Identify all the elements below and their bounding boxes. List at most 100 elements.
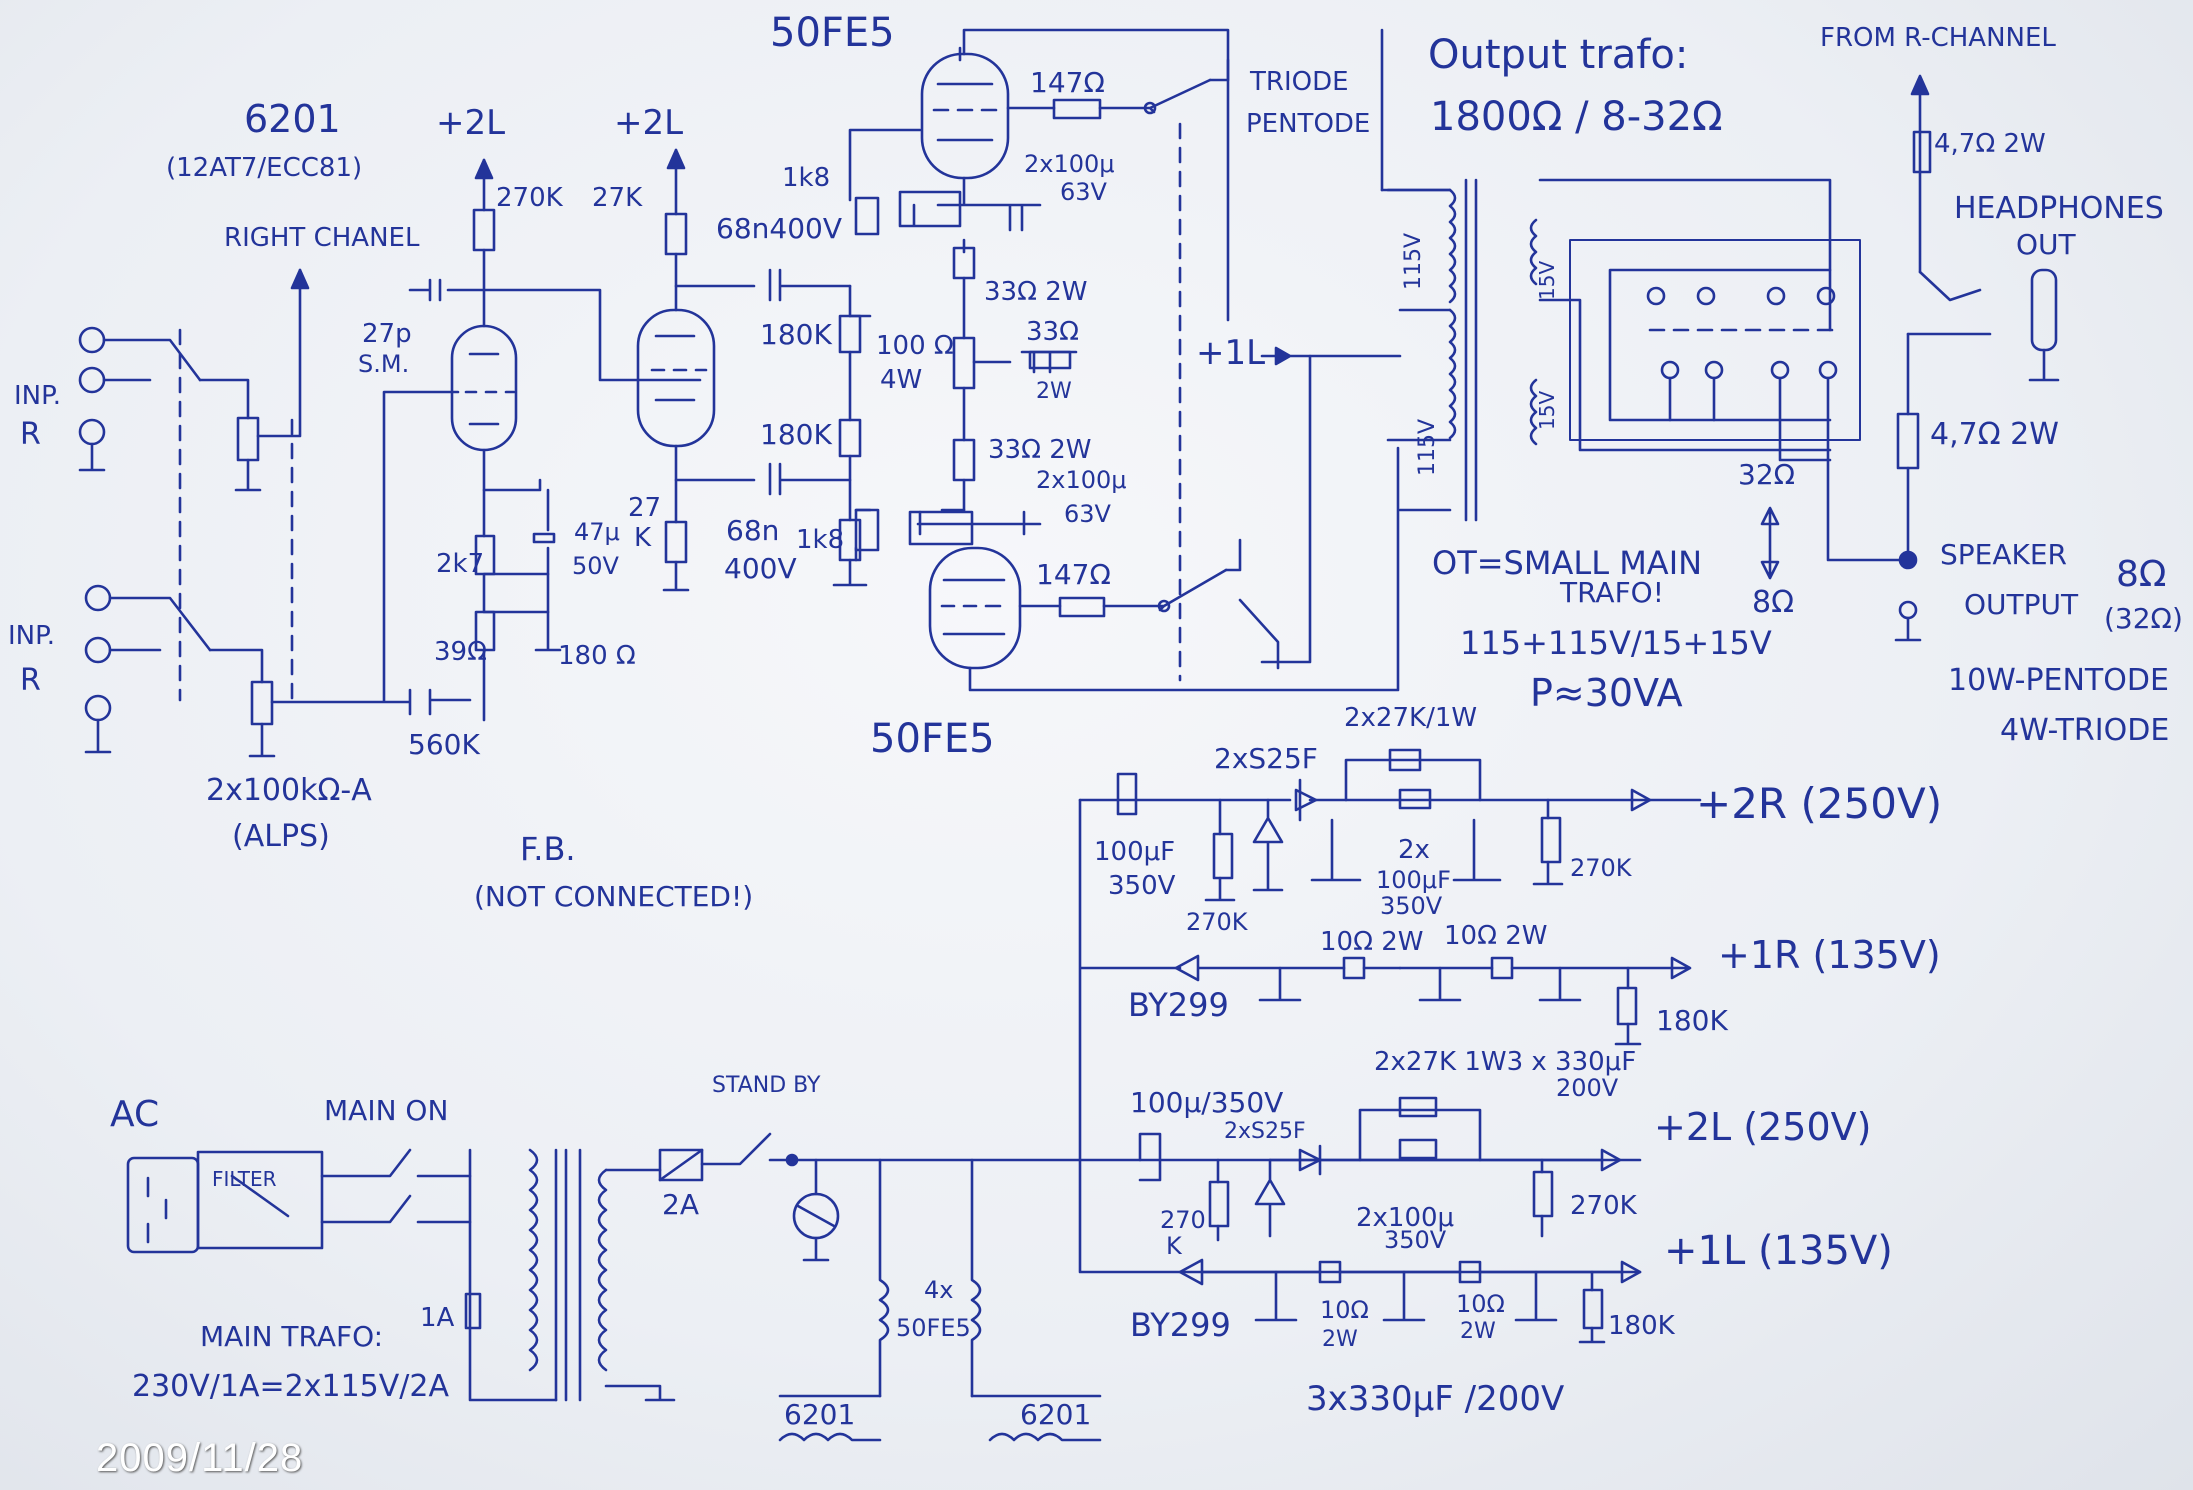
psu-r-cap-350v: 350V xyxy=(1108,871,1176,901)
psu-l-r-10-b-w: 2W xyxy=(1460,1319,1496,1344)
tap-8-label: 8Ω xyxy=(1752,585,1794,620)
r-27k-bot-label: 27 xyxy=(628,493,661,523)
psu-by299-b: BY299 xyxy=(1130,1306,1231,1344)
psu-l-diodes: 2xS25F xyxy=(1224,1119,1306,1144)
psu-r-270k-a: 270K xyxy=(1186,908,1249,936)
psu-l-cap-350v: 350V xyxy=(1384,1226,1447,1254)
r-270k-label: 270K xyxy=(496,183,564,213)
cap-68n-top-label: 68n400V xyxy=(716,212,842,245)
hp-resistor-bottom-label: 4,7Ω 2W xyxy=(1930,417,2059,452)
psu-r-cap-100u: 100μF xyxy=(1094,837,1175,867)
pot-100-label: 100 Ω xyxy=(876,331,954,361)
cap-68n-bot-voltage: 400V xyxy=(724,552,797,585)
r-180-label: 180 Ω xyxy=(558,641,636,671)
main-trafo-title: MAIN TRAFO: xyxy=(200,1320,383,1353)
heater-6201-a: 6201 xyxy=(784,1398,855,1431)
speaker-power-pentode: 10W-PENTODE xyxy=(1948,663,2169,698)
ot-spec-windings: 115+115V/15+15V xyxy=(1460,624,1772,662)
r-180k-top-label: 180K xyxy=(760,318,832,351)
r-33-side-label: 33Ω xyxy=(1026,317,1079,347)
speaker-impedance: 8Ω xyxy=(2116,554,2166,595)
from-r-channel-label: FROM R-CHANNEL xyxy=(1820,23,2056,53)
speaker-power-triode: 4W-TRIODE xyxy=(2000,713,2169,748)
hp-resistor-top-label: 4,7Ω 2W xyxy=(1934,129,2046,159)
cap-2x100-top-label: 2x100μ xyxy=(1024,150,1115,178)
psu-r-10-a: 10Ω 2W xyxy=(1320,927,1423,957)
headphones-out-label: OUT xyxy=(2016,228,2077,261)
mode-pentode-label: PENTODE xyxy=(1246,109,1370,139)
rail-2r-label: +2R (250V) xyxy=(1696,779,1942,828)
tap-32-label: 32Ω xyxy=(1738,458,1795,491)
main-on-label: MAIN ON xyxy=(324,1094,448,1127)
heater-tube-label: 50FE5 xyxy=(896,1314,971,1342)
tube-label-preamp: 6201 xyxy=(244,97,341,141)
rail-label-2l-b: +2L xyxy=(614,103,683,143)
psu-by299-a: BY299 xyxy=(1128,986,1229,1024)
psu-l-270k-unit: K xyxy=(1166,1232,1183,1260)
psu-l-r-10-b: 10Ω xyxy=(1456,1290,1505,1318)
r-33-bot-label: 33Ω 2W xyxy=(988,435,1091,465)
cap-2x100-bot-label: 2x100μ xyxy=(1036,466,1127,494)
psu-r-180k: 180K xyxy=(1656,1004,1728,1037)
cap-50v-label: 50V xyxy=(572,552,620,580)
right-chanel-label: RIGHT CHANEL xyxy=(224,223,420,253)
heater-count-label: 4x xyxy=(924,1276,953,1304)
psu-l-180k: 180K xyxy=(1608,1311,1676,1341)
ot-winding-115-a: 115V xyxy=(1401,233,1426,290)
headphones-label: HEADPHONES xyxy=(1954,191,2164,226)
psu-r-10-b: 10Ω 2W xyxy=(1444,921,1547,951)
rail-2l-label: +2L (250V) xyxy=(1654,1105,1871,1149)
ot-spec: 1800Ω / 8-32Ω xyxy=(1430,94,1723,140)
ot-winding-115-b: 115V xyxy=(1415,419,1440,476)
psu-1r-note-voltage: 200V xyxy=(1556,1074,1619,1102)
cap-63v-bot-label: 63V xyxy=(1064,500,1112,528)
psu-r-cap-100uf: 100μF xyxy=(1376,866,1451,894)
fb-label: F.B. xyxy=(520,830,576,868)
r-33-top-label: 33Ω 2W xyxy=(984,277,1087,307)
rail-label-2l-a: +2L xyxy=(436,103,505,143)
heater-6201-b: 6201 xyxy=(1020,1398,1091,1431)
rail-1r-label: +1R (135V) xyxy=(1718,933,1941,977)
tube-label-power-bottom: 50FE5 xyxy=(870,716,995,762)
rail-1l-label: +1L (135V) xyxy=(1664,1228,1893,1274)
psu-r-270k-b: 270K xyxy=(1570,854,1633,882)
psu-l-r-10-a-w: 2W xyxy=(1322,1327,1358,1352)
mode-triode-label: TRIODE xyxy=(1249,67,1349,97)
inp-r-bot-label: INP. xyxy=(8,621,55,651)
date-stamp: 2009/11/28 xyxy=(96,1436,304,1480)
r-1k8-top-label: 1k8 xyxy=(782,163,830,193)
inp-r-top-label: INP. xyxy=(14,381,61,411)
filter-label: FILTER xyxy=(212,1167,277,1191)
psu-r-diodes-label: 2xS25F xyxy=(1214,742,1318,775)
tube-label-power-top: 50FE5 xyxy=(770,10,895,56)
speaker-output-label: OUTPUT xyxy=(1964,588,2079,621)
inp-r-bot-channel: R xyxy=(20,663,41,698)
r-39-label: 39Ω xyxy=(434,637,487,667)
psu-l-r-10-a: 10Ω xyxy=(1320,1296,1369,1324)
psu-l-cap-2x100: 2x100μ xyxy=(1356,1203,1454,1233)
psu-caps-330: 3x330μF /200V xyxy=(1306,1379,1564,1419)
ot-power: P≈30VA xyxy=(1530,671,1683,715)
psu-l-270k-b: 270K xyxy=(1570,1191,1638,1221)
cap-63v-top-label: 63V xyxy=(1060,178,1108,206)
fb-resistor-label: 560K xyxy=(408,728,480,761)
inp-r-top-channel: R xyxy=(20,417,41,452)
fb-note: (NOT CONNECTED!) xyxy=(474,880,753,913)
r-2k7-label: 2k7 xyxy=(436,549,484,579)
stand-by-label: STAND BY xyxy=(712,1073,821,1098)
psu-r-cap-350v-b: 350V xyxy=(1380,892,1443,920)
r-33-side-wattage: 2W xyxy=(1036,379,1072,404)
psu-r-resistor-pair: 2x27K/1W xyxy=(1344,703,1477,733)
fuse-2a-label: 2A xyxy=(662,1188,699,1221)
main-trafo-spec: 230V/1A=2x115V/2A xyxy=(132,1369,449,1404)
psu-1r-note: 2x27K 1W3 x 330μF xyxy=(1374,1047,1636,1077)
ot-winding-15-a: 15V xyxy=(1535,261,1559,300)
cap-27p-label: 27p xyxy=(362,319,412,349)
pot-4w-label: 4W xyxy=(880,365,922,395)
ac-label: AC xyxy=(110,1094,159,1135)
cap-47u-label: 47μ xyxy=(574,518,620,546)
tube-label-preamp-alt: (12AT7/ECC81) xyxy=(166,153,362,183)
ot-note-2: TRAFO! xyxy=(1559,576,1664,609)
